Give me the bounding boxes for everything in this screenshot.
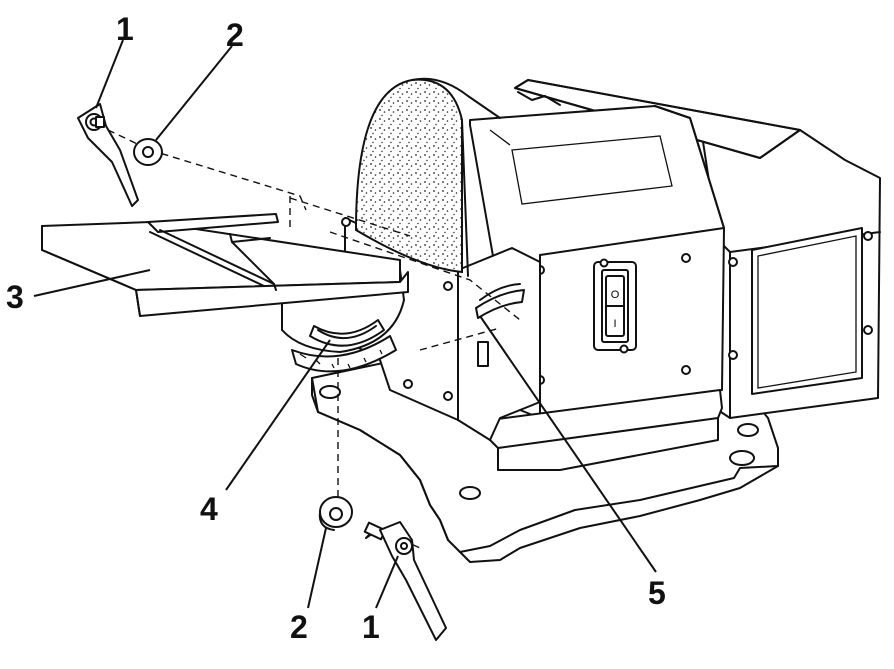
callout-2-top: 2 [226,17,244,53]
sanding-disc [354,77,501,277]
bottom-locking-handle [363,521,447,641]
callout-leader-lines [33,39,657,609]
top-locking-handle [77,103,139,207]
callout-2-bottom: 2 [290,609,308,645]
top-washer [133,138,163,166]
switch-off-symbol: O [611,289,620,301]
switch-on-symbol: I [613,318,616,330]
callout-4: 4 [200,491,218,527]
callout-1-top: 1 [116,11,134,47]
bottom-washer [318,496,353,531]
work-table [41,213,409,317]
callout-3: 3 [6,279,24,315]
callout-1-bottom: 1 [362,609,380,645]
power-switch[interactable]: O I [593,258,637,354]
callout-5: 5 [648,575,666,611]
